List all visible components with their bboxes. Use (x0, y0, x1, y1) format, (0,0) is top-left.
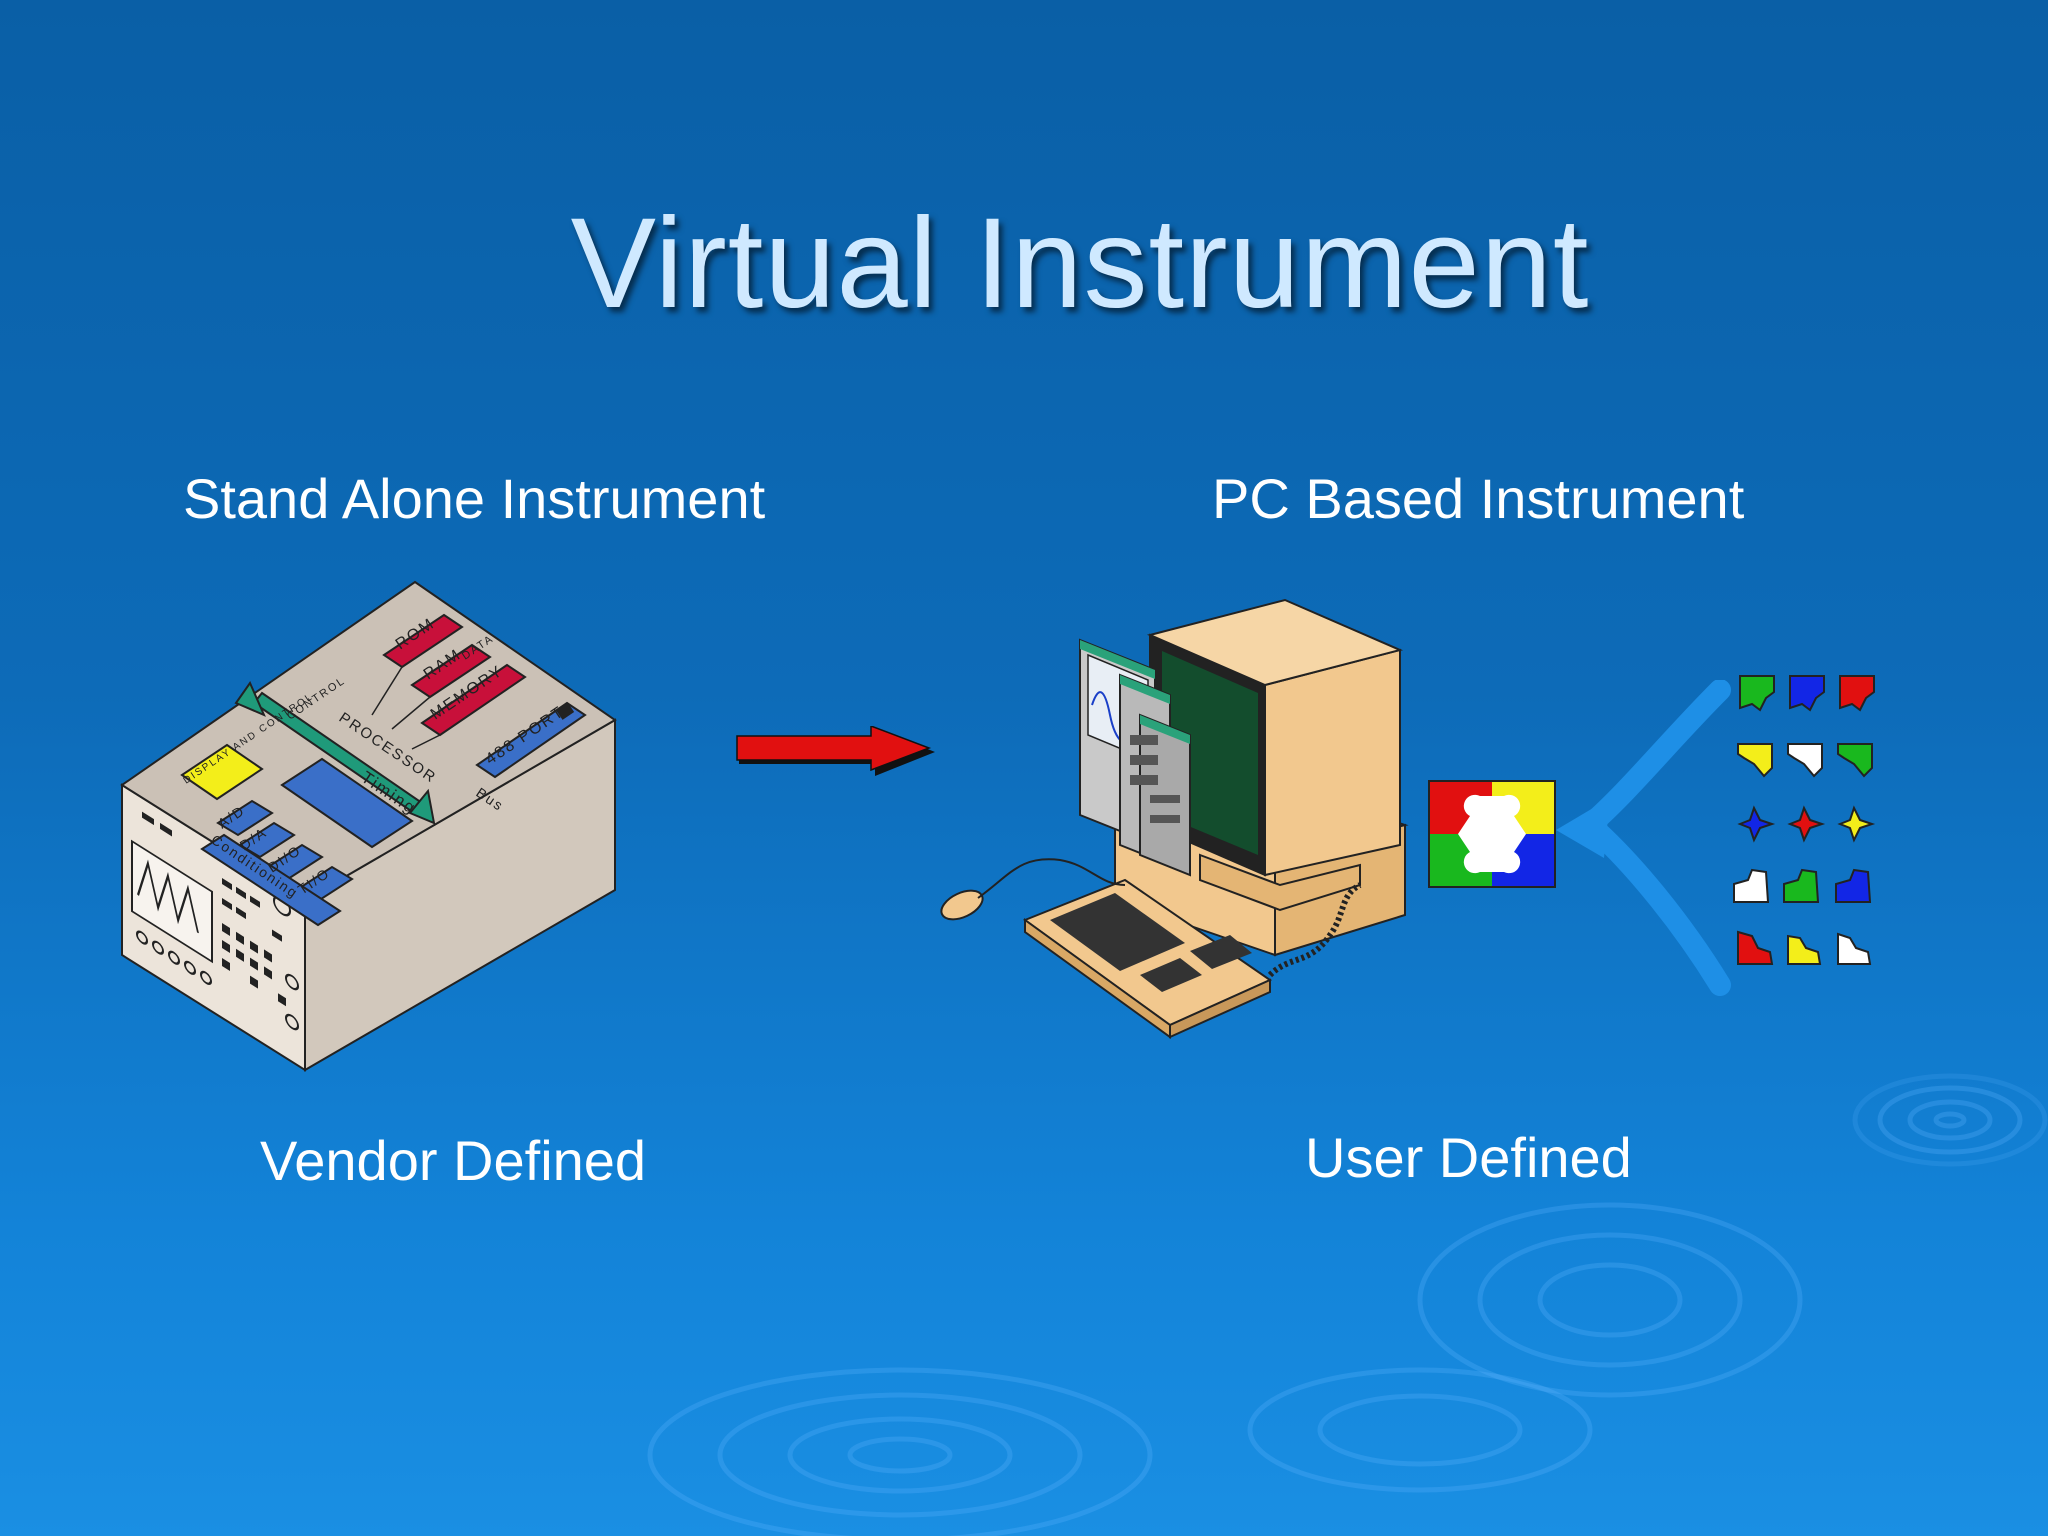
curved-arrow-icon (1556, 680, 1731, 996)
puzzle-pieces-grid-icon (1733, 675, 1876, 965)
right-arrow-icon (736, 726, 935, 776)
pc-based-heading: PC Based Instrument (1212, 467, 1745, 530)
desktop-computer-icon (940, 598, 1409, 1039)
stand-alone-heading: Stand Alone Instrument (183, 467, 766, 530)
page-title: Virtual Instrument (570, 192, 1590, 335)
vendor-defined-caption: Vendor Defined (260, 1129, 647, 1192)
user-defined-caption: User Defined (1305, 1126, 1632, 1189)
puzzle-square-icon (1428, 780, 1556, 888)
oscilloscope-instrument-icon: ROM RAM MEMORY 488 PORT DISPLAY AND CONT… (120, 580, 617, 1072)
